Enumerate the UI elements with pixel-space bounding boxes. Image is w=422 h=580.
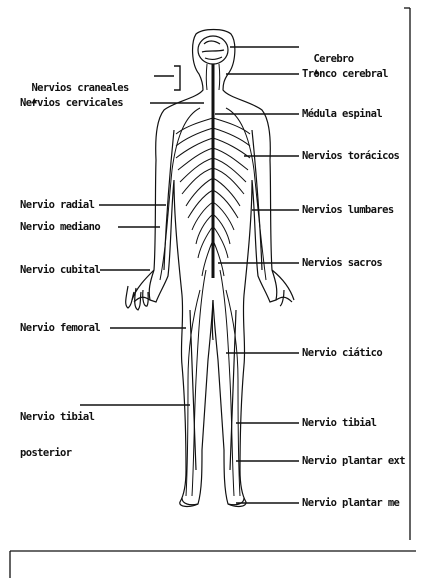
body-outline: [126, 30, 294, 507]
label-toracicos: Nervios torácicos: [302, 150, 399, 162]
label-cervicales: Nervios cervicales: [20, 97, 123, 109]
leader-lines: [80, 47, 299, 503]
label-craneales-text: Nervios craneales: [31, 82, 128, 94]
label-plantar-med: Nervio plantar me: [302, 497, 399, 509]
label-cubital: Nervio cubital: [20, 264, 100, 276]
label-ciatico: Nervio ciático: [302, 347, 382, 359]
nerve-lines: [160, 64, 266, 496]
label-tibial-posterior-line2: posterior: [20, 447, 94, 459]
label-medula: Médula espinal: [302, 108, 382, 120]
label-lumbares: Nervios lumbares: [302, 204, 394, 216]
label-mediano: Nervio mediano: [20, 221, 100, 233]
label-tibial: Nervio tibial: [302, 417, 376, 429]
label-radial: Nervio radial: [20, 199, 94, 211]
label-tronco: Tronco cerebral: [302, 68, 388, 80]
label-tibial-posterior-line1: Nervio tibial: [20, 411, 94, 423]
label-femoral: Nervio femoral: [20, 322, 100, 334]
label-tibial-posterior: Nervio tibial posterior: [20, 387, 94, 471]
label-plantar-ext: Nervio plantar ext: [302, 455, 405, 467]
label-cerebro-text: Cerebro: [313, 53, 353, 65]
label-sacros: Nervios sacros: [302, 257, 382, 269]
